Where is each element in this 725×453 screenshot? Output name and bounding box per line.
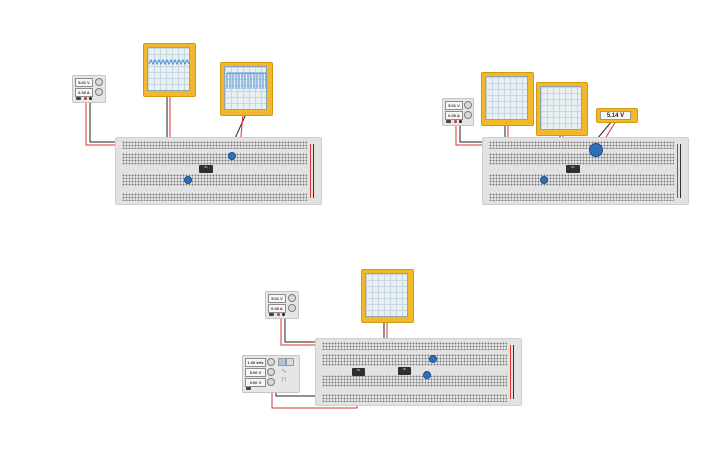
negative-terminal [282, 313, 285, 316]
positive-terminal [277, 313, 280, 316]
potentiometer[interactable] [184, 176, 192, 184]
amplitude-display: 5.00 V [245, 368, 266, 377]
scope-trace [148, 58, 190, 66]
oscilloscope-2[interactable] [220, 62, 273, 116]
ic-chip[interactable]: IC [352, 368, 365, 376]
current-display: 0.00 A [75, 88, 93, 97]
scope-screen [485, 76, 528, 120]
voltage-display: 5.01 V [445, 101, 463, 110]
voltage-display: 5.01 V [268, 294, 286, 303]
scope-trace [226, 72, 267, 89]
scope-screen [365, 273, 408, 317]
sine-wave-button[interactable] [278, 358, 286, 366]
ic-chip[interactable]: IC [199, 165, 213, 173]
potentiometer[interactable] [423, 371, 431, 379]
voltage-knob[interactable] [95, 78, 103, 86]
oscilloscope-2[interactable] [536, 82, 588, 136]
power-supply[interactable]: 5.01 V 0.00 A [442, 98, 474, 126]
power-switch[interactable] [446, 120, 451, 123]
power-supply[interactable]: 5.01 V 0.00 A [72, 75, 106, 103]
breadboard[interactable] [315, 338, 522, 406]
current-display: 0.00 A [268, 304, 286, 313]
voltage-knob[interactable] [288, 294, 296, 302]
potentiometer[interactable] [589, 143, 603, 157]
frequency-knob[interactable] [267, 358, 275, 366]
sine-wave-icon: ∿ [281, 368, 287, 375]
frequency-display: 1.00 kHz [245, 358, 266, 367]
negative-terminal [459, 120, 462, 123]
ic-chip[interactable]: IC [398, 367, 411, 375]
potentiometer[interactable] [429, 355, 437, 363]
positive-terminal [84, 97, 87, 100]
offset-knob[interactable] [267, 378, 275, 386]
power-switch[interactable] [269, 313, 274, 316]
potentiometer[interactable] [540, 176, 548, 184]
positive-terminal [454, 120, 457, 123]
power-switch[interactable] [76, 97, 81, 100]
amplitude-knob[interactable] [267, 368, 275, 376]
function-generator[interactable]: 1.00 kHz 5.00 V 0.00 V ∿ ⊓ [242, 355, 300, 393]
oscilloscope-1[interactable] [481, 72, 534, 126]
voltage-knob[interactable] [464, 101, 472, 109]
oscilloscope-1[interactable] [143, 43, 196, 97]
square-wave-button[interactable] [286, 358, 294, 366]
scope-screen [224, 66, 267, 110]
multimeter-reading: 5.14 V [600, 111, 631, 120]
current-knob[interactable] [288, 304, 296, 312]
current-display: 0.00 A [445, 111, 463, 120]
breadboard[interactable] [482, 137, 689, 205]
square-wave-icon: ⊓ [281, 377, 287, 384]
multimeter[interactable]: 5.14 V [596, 108, 638, 123]
oscilloscope-1[interactable] [361, 269, 414, 323]
voltage-display: 5.01 V [75, 78, 93, 87]
current-knob[interactable] [95, 88, 103, 96]
negative-terminal [89, 97, 92, 100]
scope-screen [540, 86, 582, 130]
power-supply[interactable]: 5.01 V 0.00 A [265, 291, 299, 319]
potentiometer[interactable] [228, 152, 236, 160]
current-knob[interactable] [464, 111, 472, 119]
offset-display: 0.00 V [245, 378, 266, 387]
breadboard[interactable] [115, 137, 322, 205]
power-switch[interactable] [246, 387, 251, 390]
scope-screen [147, 47, 190, 91]
ic-chip[interactable]: IC [566, 165, 580, 173]
